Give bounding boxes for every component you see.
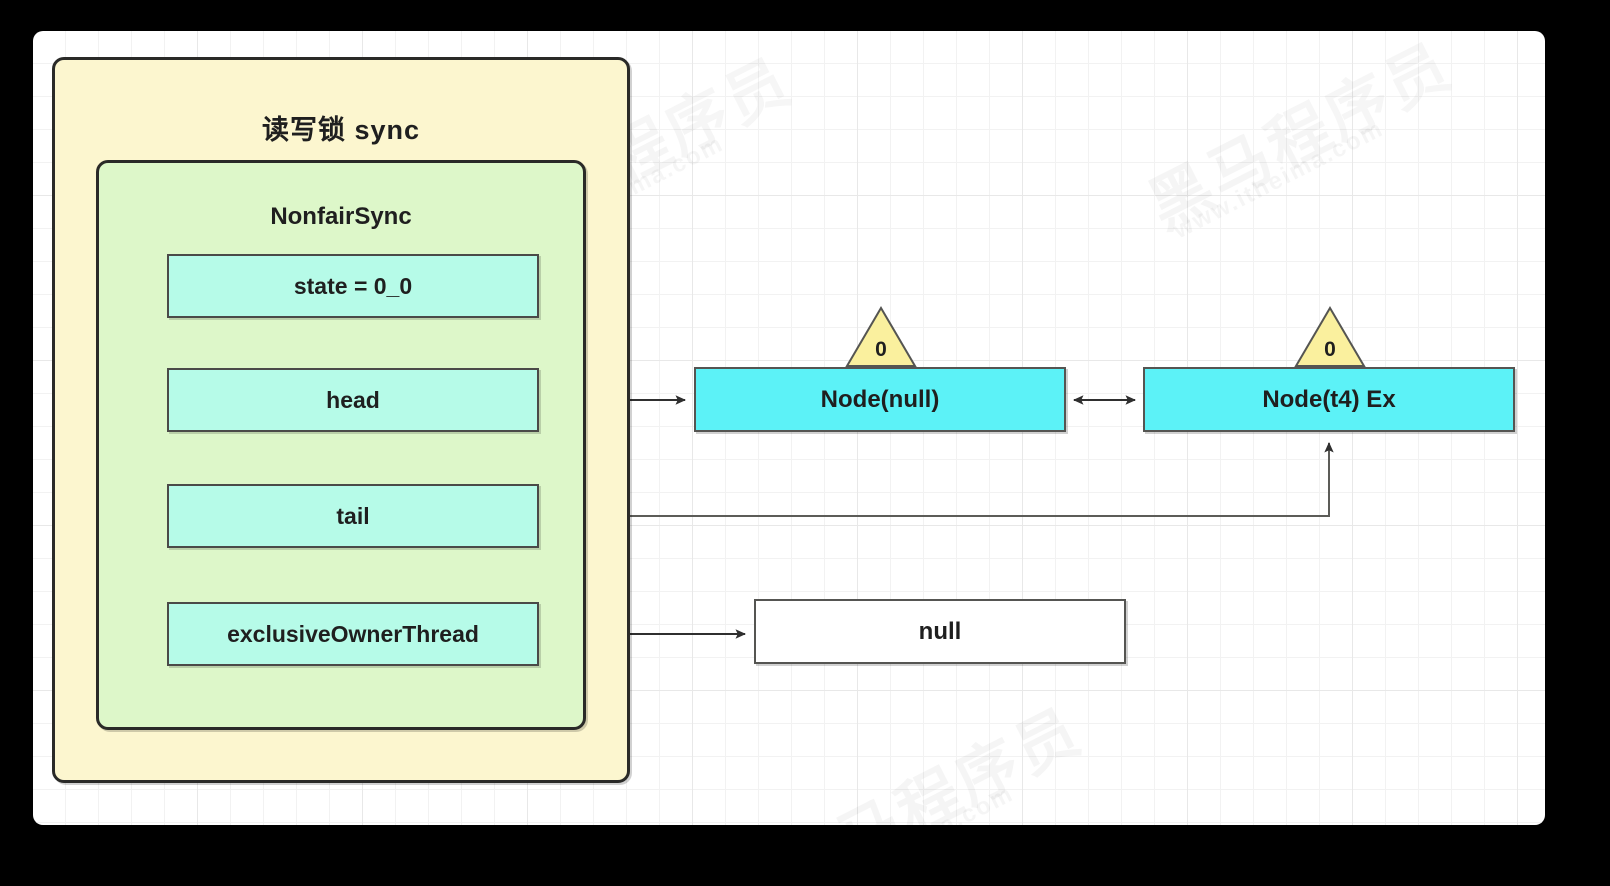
diagram-content: 读写锁 sync NonfairSync state = 0_0 head ta… bbox=[33, 31, 1545, 825]
wait-status-value-node-t4: 0 bbox=[1324, 338, 1336, 361]
field-state[interactable]: state = 0_0 bbox=[167, 254, 539, 318]
wait-status-triangle-node-t4: 0 bbox=[1294, 306, 1366, 368]
wait-status-triangle-node-null: 0 bbox=[845, 306, 917, 368]
wait-status-value-node-null: 0 bbox=[875, 338, 887, 361]
field-exclusive-owner-thread[interactable]: exclusiveOwnerThread bbox=[167, 602, 539, 666]
queue-node-null[interactable]: Node(null) bbox=[694, 367, 1066, 432]
nonfair-sync-title: NonfairSync bbox=[270, 203, 412, 230]
owner-thread-value-box[interactable]: null bbox=[754, 599, 1126, 664]
connector-tail-to-node-t4 bbox=[539, 442, 1334, 517]
sync-container-title: 读写锁 sync bbox=[261, 115, 421, 145]
field-head[interactable]: head bbox=[167, 368, 539, 432]
field-tail[interactable]: tail bbox=[167, 484, 539, 548]
diagram-canvas[interactable]: 黑马程序员 www.itheima.com 黑马程序员 www.itheima.… bbox=[33, 31, 1545, 825]
queue-node-t4-exclusive[interactable]: Node(t4) Ex bbox=[1143, 367, 1515, 432]
